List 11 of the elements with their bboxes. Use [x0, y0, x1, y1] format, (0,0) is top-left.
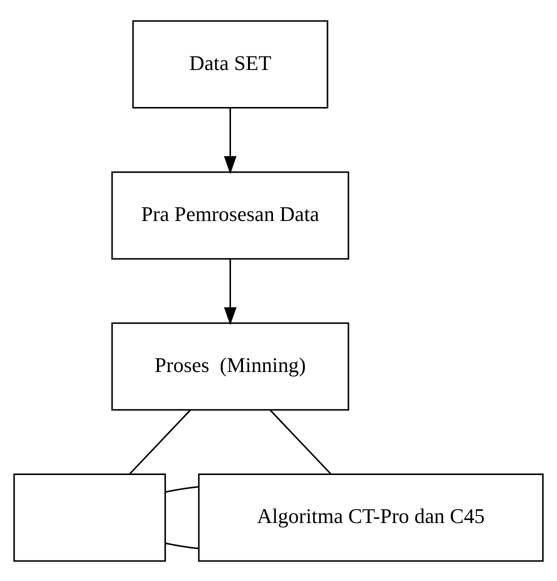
connector — [270, 409, 332, 474]
connector — [165, 542, 199, 549]
node-box — [13, 473, 166, 562]
connector — [129, 409, 191, 474]
connector — [165, 485, 199, 492]
node-box: Algoritma CT-Pro dan C45 — [198, 473, 544, 562]
arrow — [224, 107, 237, 174]
node-box: Data SET — [132, 20, 328, 108]
node-box: Pra Pemrosesan Data — [111, 170, 350, 260]
node-box: Proses (Minning) — [111, 322, 350, 410]
arrow — [224, 258, 237, 325]
